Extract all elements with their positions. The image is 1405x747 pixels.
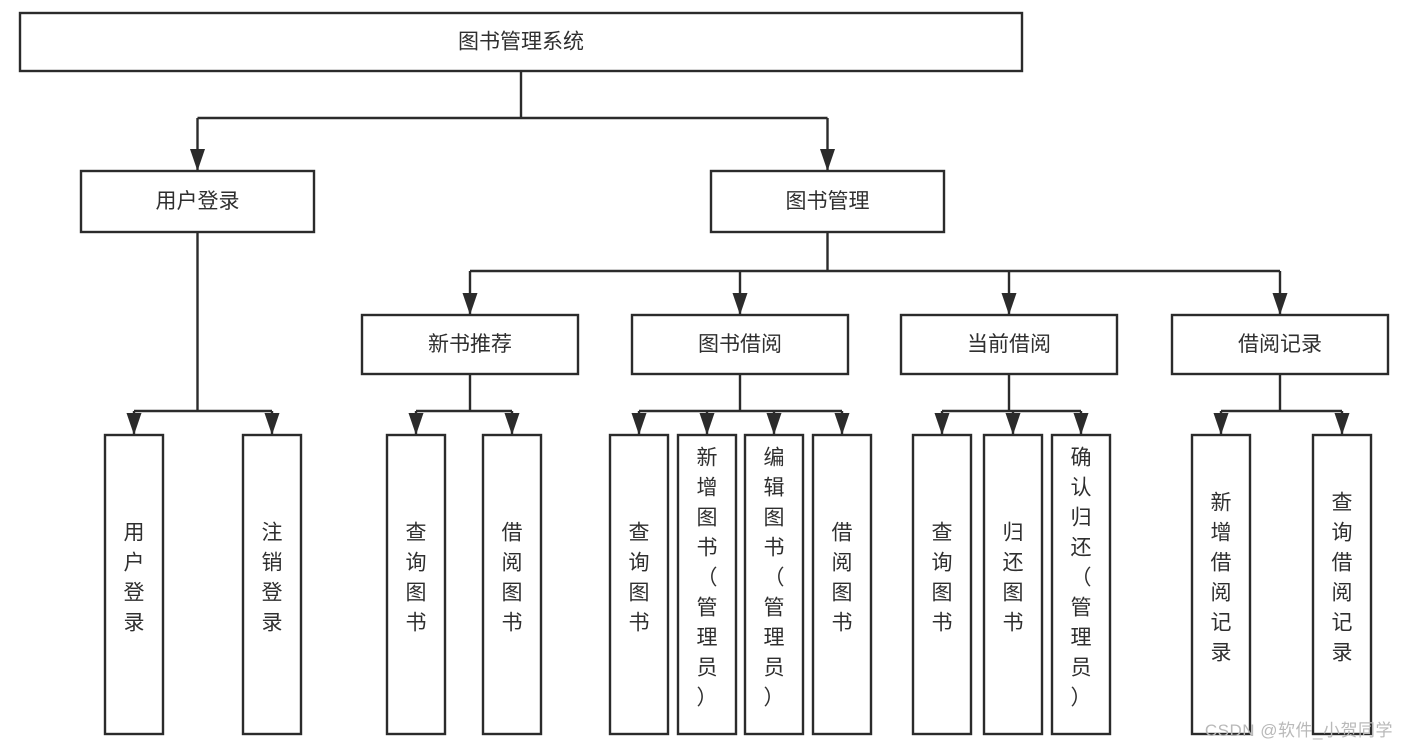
node-box-user-login [79,169,316,234]
arrow-down-icon [1001,293,1017,315]
node-box-book-borrow [630,313,850,376]
node-label-borrow-record: 借阅记录 [1238,333,1322,356]
node-box-new-book-recommend [360,313,580,376]
node-box-return-book [982,433,1044,736]
arrow-down-icon [834,413,850,435]
node-label-add-borrow-record: 新增借阅记录 [1211,492,1232,665]
node-box-add-book-admin [676,433,738,736]
node-borrow-book-2[interactable] [811,433,873,736]
node-query-book-2[interactable] [608,433,670,736]
node-user-logout[interactable] [241,433,303,736]
node-box-user-login-do [103,433,165,736]
node-confirm-return-admin[interactable] [1050,433,1112,736]
node-label-query-book-3: 查询图书 [932,522,953,635]
node-box-edit-book-admin [743,433,805,736]
node-borrow-book-1[interactable] [481,433,543,736]
node-label-user-login: 用户登录 [156,190,240,213]
node-book-manage[interactable]: 图书管理 [709,169,946,234]
node-layer: 图书管理系统用户登录用户登录注销登录图书管理新书推荐查询图书借阅图书图书借阅查询… [18,11,1390,736]
arrow-down-icon [126,413,142,435]
node-label-add-book-admin: 新增图书（管理员） [697,447,718,710]
node-label-new-book-recommend: 新书推荐 [428,333,512,356]
node-box-root [18,11,1024,73]
node-new-book-recommend[interactable]: 新书推荐 [360,313,580,376]
arrow-down-icon [1272,293,1288,315]
node-book-borrow[interactable]: 图书借阅 [630,313,850,376]
node-label-confirm-return-admin: 确认归还（管理员） [1071,447,1092,710]
node-box-borrow-book-1 [481,433,543,736]
node-query-book-1[interactable] [385,433,447,736]
arrow-down-icon [820,149,835,171]
node-label-user-logout: 注销登录 [262,522,283,635]
node-label-book-manage: 图书管理 [786,190,870,213]
node-label-query-book-2: 查询图书 [629,522,650,635]
connector-layer [126,71,1350,435]
node-query-borrow-record[interactable] [1311,433,1373,736]
node-label-edit-book-admin: 编辑图书（管理员） [764,447,785,710]
node-box-query-book-3 [911,433,973,736]
arrow-down-icon [732,293,748,315]
node-box-query-book-2 [608,433,670,736]
node-query-book-3[interactable] [911,433,973,736]
node-label-return-book: 归还图书 [1003,522,1024,635]
node-box-book-manage [709,169,946,234]
node-edit-book-admin[interactable] [743,433,805,736]
node-box-borrow-record [1170,313,1390,376]
node-box-borrow-book-2 [811,433,873,736]
arrow-down-icon [190,149,205,171]
node-return-book[interactable] [982,433,1044,736]
arrow-down-icon [766,413,782,435]
node-user-login-do[interactable] [103,433,165,736]
node-add-borrow-record[interactable] [1190,433,1252,736]
node-box-query-book-1 [385,433,447,736]
node-box-user-logout [241,433,303,736]
arrow-down-icon [1005,413,1021,435]
node-label-borrow-book-1: 借阅图书 [502,522,523,635]
node-label-current-borrow: 当前借阅 [967,333,1051,356]
node-label-query-book-1: 查询图书 [406,522,427,635]
node-current-borrow[interactable]: 当前借阅 [899,313,1119,376]
node-box-add-borrow-record [1190,433,1252,736]
arrow-down-icon [631,413,647,435]
node-box-query-borrow-record [1311,433,1373,736]
arrow-down-icon [699,413,715,435]
arrow-down-icon [504,413,520,435]
node-label-borrow-book-2: 借阅图书 [832,522,853,635]
watermark-label: CSDN @软件_小贺同学 [1204,721,1393,740]
node-borrow-record[interactable]: 借阅记录 [1170,313,1390,376]
node-label-query-borrow-record: 查询借阅记录 [1332,492,1353,665]
arrow-down-icon [462,293,478,315]
node-label-book-borrow: 图书借阅 [698,333,782,356]
arrow-down-icon [934,413,950,435]
arrow-down-icon [1073,413,1089,435]
arrow-down-icon [264,413,280,435]
node-label-root: 图书管理系统 [458,31,584,54]
arrow-down-icon [408,413,424,435]
arrow-down-icon [1334,413,1350,435]
node-label-user-login-do: 用户登录 [124,522,145,635]
node-box-current-borrow [899,313,1119,376]
node-root[interactable]: 图书管理系统 [18,11,1024,73]
node-user-login[interactable]: 用户登录 [79,169,316,234]
arrow-down-icon [1213,413,1229,435]
node-box-confirm-return-admin [1050,433,1112,736]
node-add-book-admin[interactable] [676,433,738,736]
